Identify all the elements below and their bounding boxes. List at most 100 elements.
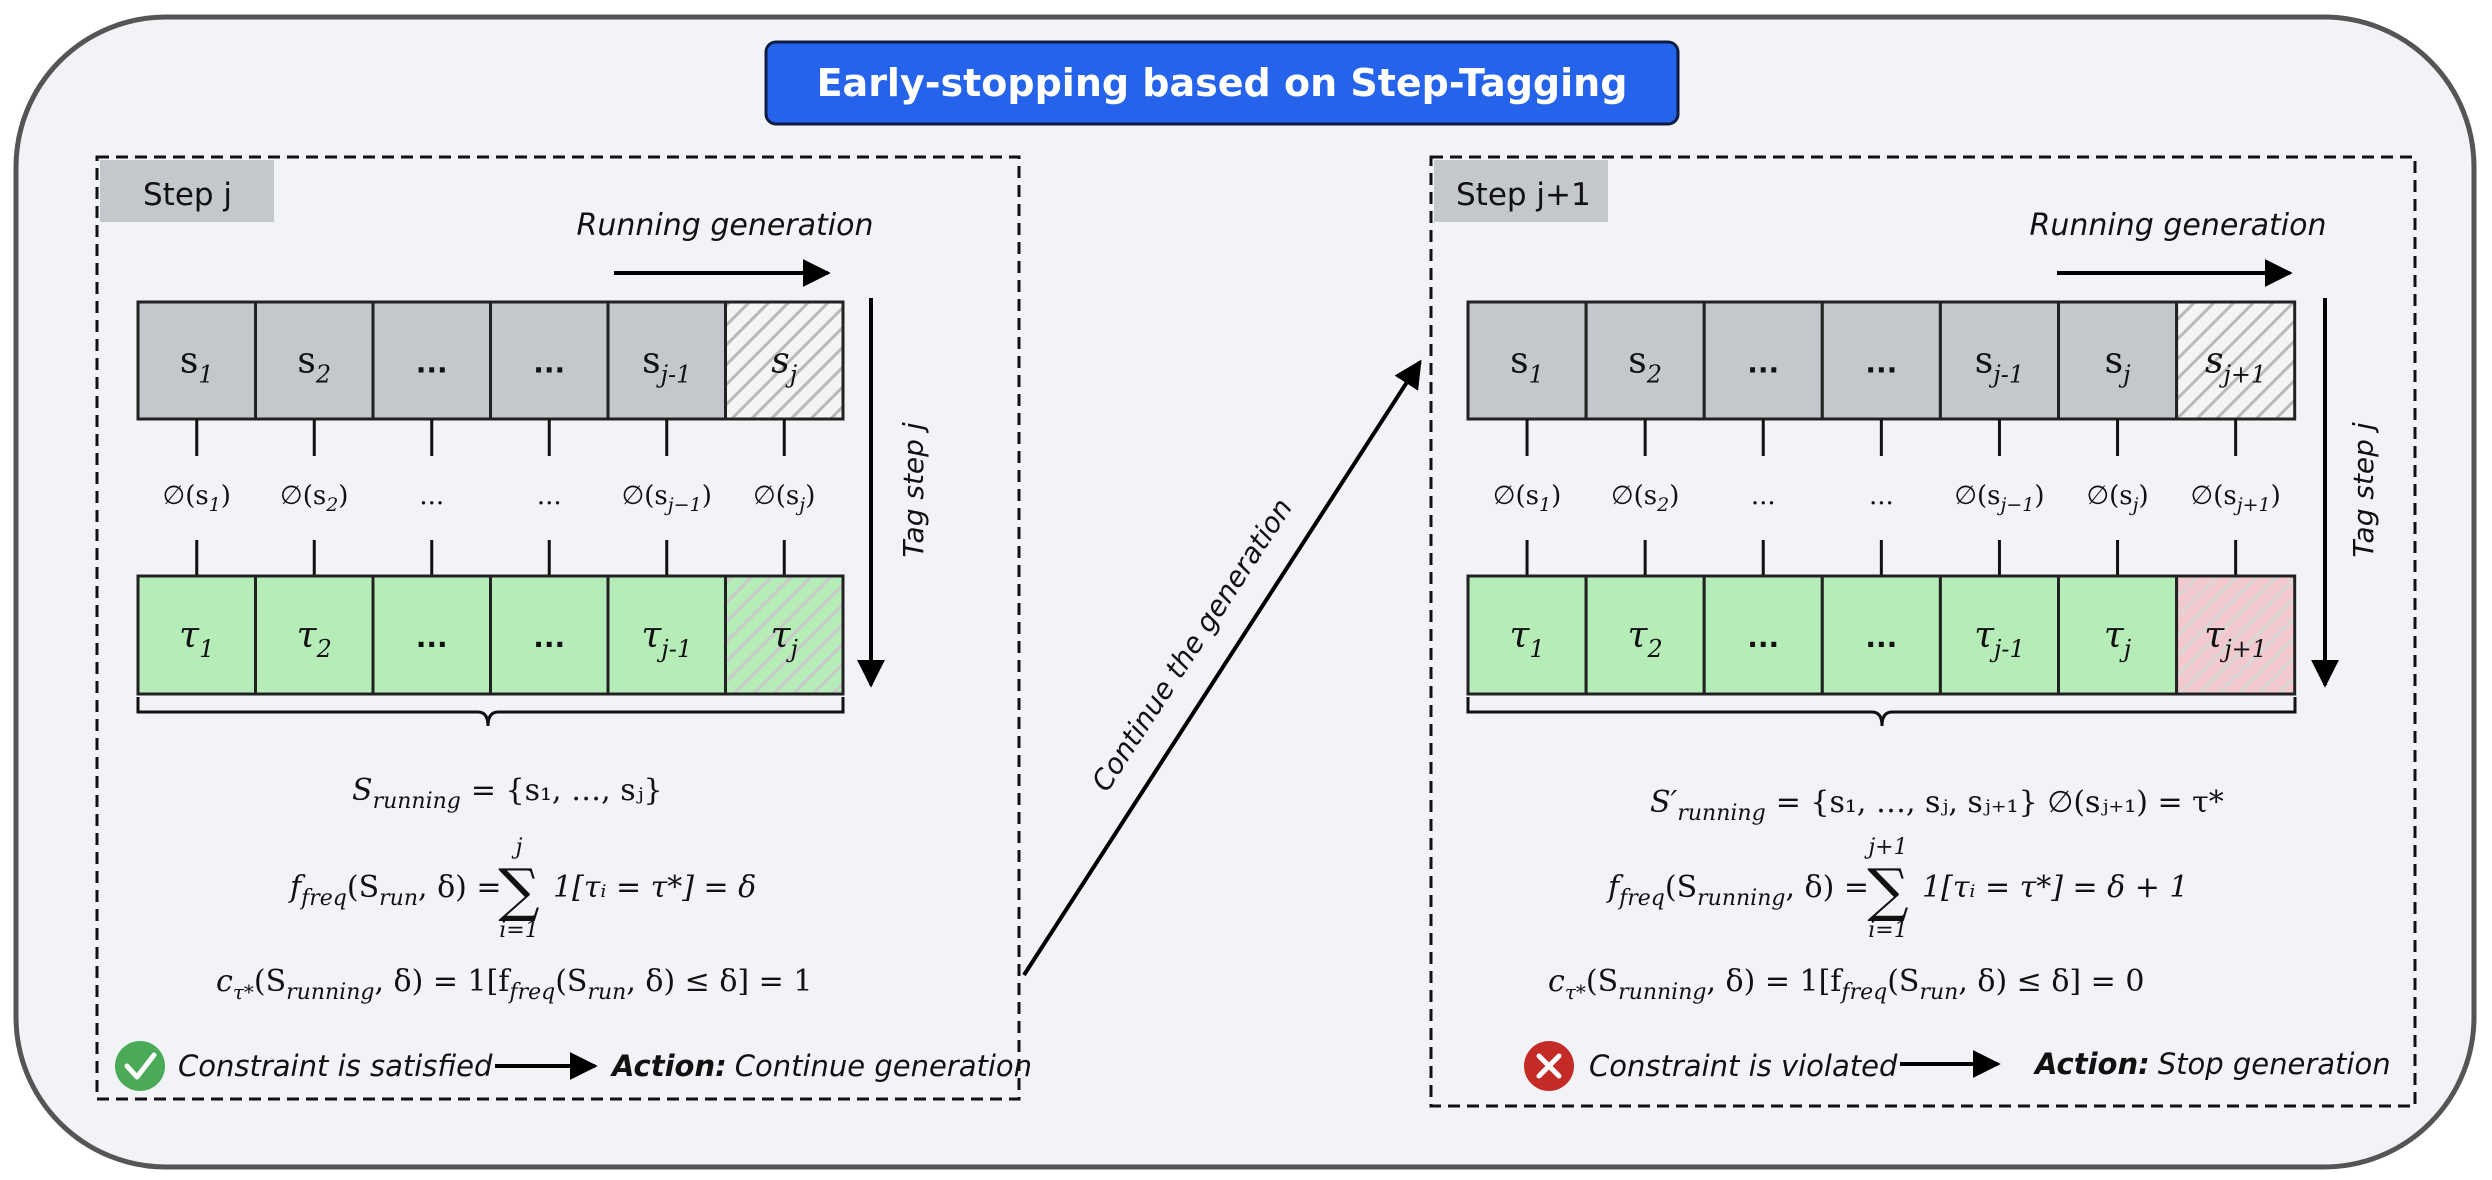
right-step-label: sj-1 [1975,341,2024,389]
right-phi-label: ∅(s1) [1493,481,1561,516]
right-step-cell: sj-1 [1938,300,2061,421]
right-phi-label: ... [1869,481,1894,511]
left-tag-label: τj-1 [641,615,692,663]
left-status-text: Constraint is satisfied [178,1049,493,1083]
left-tag-label: τ1 [179,615,214,663]
right-tag-cell: τj+1 [2175,574,2297,696]
left-tag-cell: ... [371,574,492,696]
left-step-cell: s2 [254,300,375,421]
right-step-label: ... [1747,347,1779,380]
left-phi: ∅(s2) [280,419,348,576]
left-tag-step-label: Tag step j [897,422,930,557]
left-step-label: ... [416,347,448,380]
left-running-generation: Running generation [577,208,874,243]
right-step-label: ... [1865,347,1897,380]
left-step-tab [100,160,274,222]
right-sum-symbol: ∑ [1867,856,1908,924]
left-phi-label: ∅(sj) [753,481,815,516]
right-step-cell: s2 [1584,300,1706,421]
right-sum-top: j+1 [1863,835,1907,860]
left-step-cell: ... [489,300,610,421]
left-step-label: s1 [180,341,214,389]
left-tag-cell: τj [724,574,845,696]
title-text: Early-stopping based on Step-Tagging [817,61,1628,105]
svg-text:ffreq(Srunning, δ) =: ffreq(Srunning, δ) = [1606,870,1869,911]
left-tag-cell: ... [489,574,610,696]
right-step-label: s1 [1510,341,1544,389]
left-ffreq-rhs: 1[τᵢ = τ*] = δ [553,870,756,905]
right-tag-step-label: Tag step j [2347,422,2380,557]
right-tag-cell: ... [1820,574,1942,696]
right-tag-label: τj-1 [1974,615,2025,663]
right-tag-label: ... [1865,621,1897,654]
left-tag-cell: τ1 [136,574,257,696]
left-step-label: ... [533,347,565,380]
left-phi-labels: ∅(s1) ∅(s2)...... ∅(sj−1) ∅(sj) [163,419,815,576]
right-phi: ∅(sj+1) [2191,419,2281,576]
right-phi: ∅(s1) [1493,419,1561,576]
right-tag-label: ... [1747,621,1779,654]
left-step-boxes: s1 s2...... sj-1 sj [136,300,845,421]
left-tag-label: τ2 [297,615,332,663]
right-phi: ... [1751,419,1776,576]
right-tag-cell: ... [1702,574,1824,696]
right-tag-cell: τj [2057,574,2179,696]
left-sum-symbol: ∑ [498,856,539,924]
right-phi-label: ∅(sj−1) [1954,481,2044,516]
left-action: Action:Continue generation [610,1049,1032,1083]
right-step-label: s2 [1628,341,1662,389]
right-formula-ffreq: ffreq(Srunning, δ) = j+1 ∑ i=1 1[τᵢ = τ*… [1606,835,2189,943]
svg-text:ffreq(Srun, δ) =: ffreq(Srun, δ) = [288,870,502,911]
left-brace [136,697,845,727]
left-step-label: sj-1 [642,341,691,389]
left-step-label: s2 [297,341,331,389]
left-phi-label: ... [537,481,562,511]
left-phi: ∅(s1) [163,419,231,576]
right-phi: ∅(sj−1) [1954,419,2045,576]
left-phi: ... [537,419,562,576]
right-phi: ∅(sj) [2086,419,2149,576]
right-phi: ∅(s2) [1611,419,1679,576]
right-step-label: sj+1 [2205,341,2266,389]
left-tag-boxes: τ1 τ2...... τj-1 τj [136,574,845,696]
right-phi-labels: ∅(s1) ∅(s2)...... ∅(sj−1) ∅(sj) ∅(sj+1) [1493,419,2281,576]
right-tag-label: τj+1 [2204,615,2267,663]
cross-icon [1524,1041,1574,1091]
right-phi-label: ∅(sj+1) [2191,481,2281,516]
right-phi-label: ∅(sj) [2086,481,2148,516]
right-step-cell: sj [2057,300,2179,421]
right-tag-cell: τ1 [1466,574,1588,696]
left-formula-c: cτ*(Srunning, δ) = 1[ffreq(Srun, δ) ≤ δ]… [216,964,812,1005]
right-running-generation: Running generation [2030,208,2327,243]
left-tag-label: ... [533,621,565,654]
left-tag-cell: τj-1 [606,574,727,696]
right-panel-border [1429,155,2417,1108]
right-step-cell: ... [1820,300,1942,421]
right-phi-label: ... [1751,481,1776,511]
left-step-label: Step j [143,177,232,213]
right-brace [1466,697,2297,727]
left-phi: ... [419,419,444,576]
continue-generation-arrow [1022,359,1422,977]
right-sum-bottom: i=1 [1868,918,1907,943]
left-tag-label: ... [416,621,448,654]
left-step-cell: sj-1 [606,300,727,421]
right-phi-label: ∅(s2) [1611,481,1679,516]
right-step-boxes: s1 s2...... sj-1 sj sj+1 [1466,300,2297,421]
left-phi-label: ... [419,481,444,511]
left-tag-cell: τ2 [254,574,375,696]
right-action: Action:Stop generation [2033,1047,2391,1081]
left-phi: ∅(sj) [753,419,815,576]
left-step-cell: sj [724,300,845,421]
left-sum-bottom: i=1 [499,918,538,943]
left-phi-label: ∅(sj−1) [622,481,712,516]
right-panel: Step j+1 Running generation Tag step j s… [1429,155,2417,1108]
right-step-cell: ... [1702,300,1824,421]
left-phi-label: ∅(s2) [280,481,348,516]
left-step-cell: s1 [136,300,257,421]
left-step-cell: ... [371,300,492,421]
right-tag-cell: τ2 [1584,574,1706,696]
